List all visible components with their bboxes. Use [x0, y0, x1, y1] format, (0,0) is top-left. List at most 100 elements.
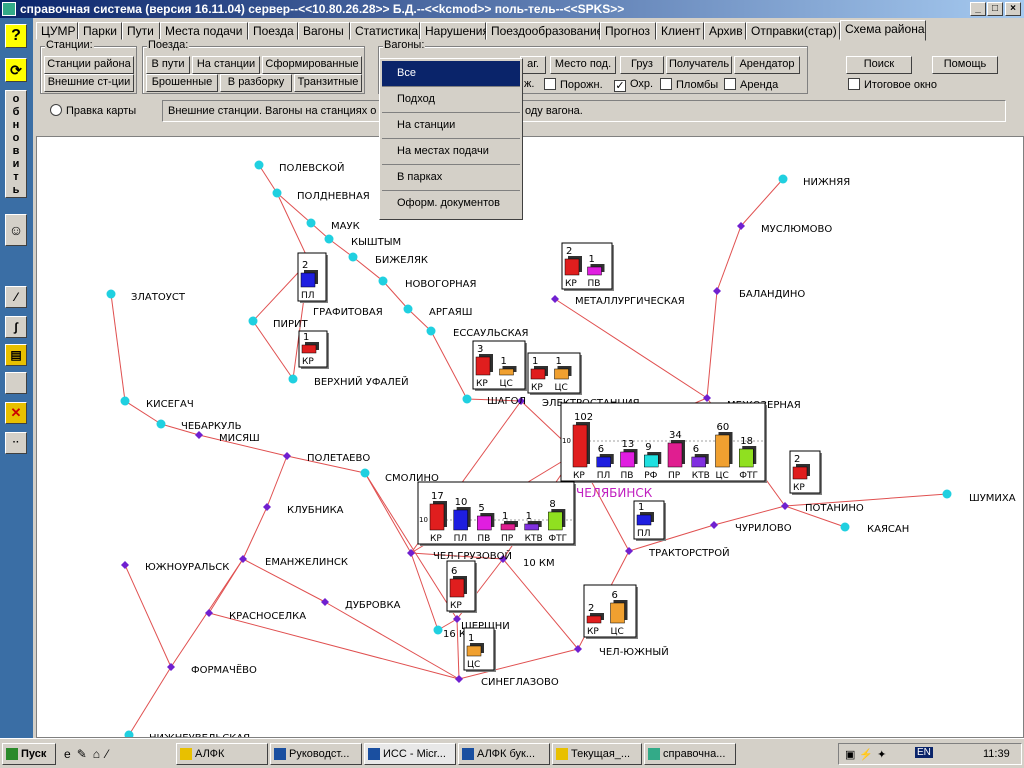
menu-item-at-station[interactable]: На станции [382, 113, 520, 139]
person-icon[interactable]: ☺ [5, 214, 27, 246]
station-node[interactable] [574, 645, 582, 653]
start-button[interactable]: Пуск [2, 743, 56, 765]
supply-place-button[interactable]: Место под. [550, 56, 616, 74]
dots-icon[interactable]: ·· [5, 432, 27, 454]
wagon-box[interactable]: 1КР [298, 330, 329, 369]
station-node[interactable] [124, 730, 134, 739]
taskbar-item[interactable]: Текущая_... [552, 743, 642, 765]
station-node[interactable] [167, 663, 175, 671]
station-node[interactable] [272, 188, 282, 198]
empty-checkbox[interactable]: Порожн. [544, 78, 603, 92]
final-window-checkbox[interactable]: Итоговое окно [848, 78, 937, 92]
wagon-box[interactable]: 1ПЛ [633, 500, 666, 541]
seals-checkbox[interactable]: Пломбы [660, 78, 718, 92]
pen-icon[interactable]: ∫ [5, 316, 27, 338]
station-node[interactable] [433, 625, 443, 635]
menu-item-in-parks[interactable]: В парках [382, 165, 520, 191]
tab-district-scheme[interactable]: Схема района [840, 20, 926, 41]
update-button[interactable]: о б н о в и т ь [5, 90, 27, 198]
close-button[interactable]: × [1005, 2, 1021, 16]
map-edit-radio[interactable]: Правка карты [50, 104, 136, 118]
station-node[interactable] [778, 174, 788, 184]
station-node[interactable] [453, 615, 461, 623]
station-node[interactable] [348, 252, 358, 262]
station-node[interactable] [120, 396, 130, 406]
tab-violations[interactable]: Нарушения [420, 22, 489, 40]
wagon-box[interactable]: 2ПЛ [297, 252, 328, 303]
station-node[interactable] [703, 394, 711, 402]
tab-statistics[interactable]: Статистика [350, 22, 420, 40]
layers-icon[interactable]: ▤ [5, 344, 27, 366]
station-node[interactable] [625, 547, 633, 555]
station-node[interactable] [462, 394, 472, 404]
station-node[interactable] [407, 549, 415, 557]
station-node[interactable] [254, 160, 264, 170]
station-node[interactable] [517, 397, 525, 405]
station-node[interactable] [403, 304, 413, 314]
station-node[interactable] [378, 276, 388, 286]
tab-parks[interactable]: Парки [78, 22, 122, 40]
station-node[interactable] [239, 555, 247, 563]
taskbar-item[interactable]: Руководст... [270, 743, 362, 765]
abandoned-button[interactable]: Брошенные [146, 74, 218, 92]
in-transit-button[interactable]: В пути [146, 56, 190, 74]
notepad-icon[interactable]: ✎ [76, 747, 93, 761]
minimize-button[interactable]: _ [970, 2, 986, 16]
tab-trains[interactable]: Поезда [248, 22, 298, 40]
station-node[interactable] [283, 452, 291, 460]
menu-item-supply-places[interactable]: На местах подачи [382, 139, 520, 165]
taskbar-item[interactable]: АЛФК [176, 743, 268, 765]
tab-train-formation[interactable]: Поездообразование [486, 22, 603, 40]
ie-icon[interactable]: e [64, 747, 77, 761]
checkbox-box[interactable] [724, 78, 736, 90]
help-icon[interactable]: ? [5, 24, 27, 48]
lessee-button[interactable]: Арендатор [734, 56, 800, 74]
guard-checkbox[interactable]: ✓Охр. [614, 78, 653, 92]
tools-icon[interactable]: ✕ [5, 402, 27, 424]
taskbar-item[interactable]: ИСС - Micr... [364, 743, 456, 765]
station-node[interactable] [306, 218, 316, 228]
tray-icons[interactable]: ▣⚡✦ [845, 749, 891, 761]
tab-archive[interactable]: Архив [704, 22, 746, 40]
wagon-box[interactable]: 6КР [446, 560, 477, 613]
formed-button[interactable]: Сформированные [262, 56, 362, 74]
checkbox-box[interactable] [544, 78, 556, 90]
menu-item-documents[interactable]: Оформ. документов [397, 197, 500, 209]
at-station-button[interactable]: На станции [192, 56, 260, 74]
wagons-dropdown-menu[interactable]: Все Подход На станции На местах подачи В… [379, 58, 523, 220]
pen-icon[interactable]: ⁄ [106, 747, 115, 761]
external-stations-button[interactable]: Внешние ст-ции [44, 74, 134, 92]
wagons-partial-button[interactable]: аг. [520, 56, 546, 74]
station-node[interactable] [426, 326, 436, 336]
station-node[interactable] [840, 522, 850, 532]
tab-client[interactable]: Клиент [656, 22, 704, 40]
station-node[interactable] [710, 521, 718, 529]
map-canvas[interactable]: ПОЛЕВСКОЙПОЛДНЕВНАЯМАУККЫШТЫМБИЖЕЛЯКНОВО… [37, 137, 1024, 738]
tab-tracks[interactable]: Пути [122, 22, 160, 40]
wagon-box[interactable]: 1ЦС [463, 627, 496, 672]
checkbox-box-checked[interactable]: ✓ [614, 80, 626, 92]
station-node[interactable] [737, 222, 745, 230]
station-node[interactable] [324, 234, 334, 244]
station-node[interactable] [156, 419, 166, 429]
taskbar-item[interactable]: справочна... [644, 743, 736, 765]
station-node[interactable] [106, 289, 116, 299]
cargo-button[interactable]: Груз [620, 56, 664, 74]
station-node[interactable] [248, 316, 258, 326]
recipient-button[interactable]: Получатель [666, 56, 732, 74]
tab-tsumr[interactable]: ЦУМР [36, 22, 78, 40]
station-node[interactable] [360, 468, 370, 478]
station-node[interactable] [321, 598, 329, 606]
station-node[interactable] [121, 561, 129, 569]
station-node[interactable] [551, 295, 559, 303]
eraser-icon[interactable]: ⁄ [5, 286, 27, 308]
station-node[interactable] [263, 503, 271, 511]
station-node[interactable] [205, 609, 213, 617]
lease-checkbox[interactable]: Аренда [724, 78, 778, 92]
house-icon[interactable]: ⌂ [92, 747, 106, 761]
